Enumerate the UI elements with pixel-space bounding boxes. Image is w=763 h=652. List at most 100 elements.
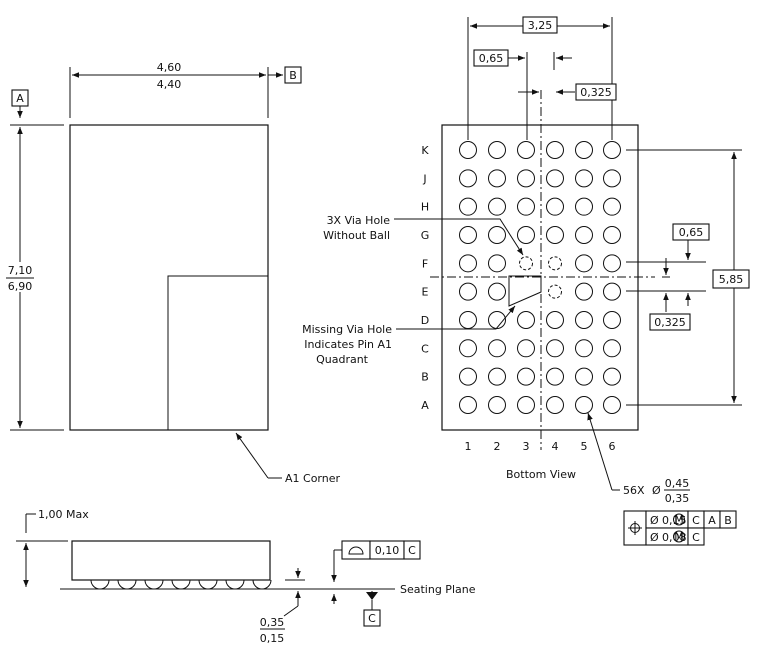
solder-ball — [517, 310, 535, 329]
pitch-x: 0,65 — [479, 52, 504, 65]
row-label: D — [421, 314, 429, 327]
solder-ball — [488, 197, 506, 216]
column-labels: 1 2 3 4 5 6 — [465, 440, 616, 453]
column-label: 3 — [523, 440, 530, 453]
solder-ball — [517, 197, 535, 216]
row-label: F — [422, 257, 428, 270]
solder-ball — [459, 225, 477, 244]
ball-dia-min: 0,35 — [665, 492, 690, 505]
column-label: 4 — [552, 440, 559, 453]
solder-ball — [459, 310, 477, 329]
package-outline — [69, 124, 269, 431]
via-note-leader — [394, 218, 524, 256]
solder-ball — [546, 169, 564, 188]
flatness-ref: C — [408, 544, 416, 557]
solder-ball — [517, 367, 535, 386]
missing-via-line2: Indicates Pin A1 — [304, 338, 392, 351]
missing-via-line3: Quadrant — [316, 353, 369, 366]
side-balls — [90, 579, 272, 590]
solder-ball — [488, 282, 506, 301]
via-note-line2: Without Ball — [323, 229, 390, 242]
side-ball — [144, 579, 164, 590]
offset-y: 0,325 — [654, 316, 686, 329]
missing-via-leader — [396, 305, 516, 330]
flatness-value: 0,10 — [375, 544, 400, 557]
side-view: Seating Plane 1,00 Max 0,10 C C 0,35 0,1… — [16, 508, 476, 645]
datum-a: A — [16, 92, 24, 105]
via-note-line1: 3X Via Hole — [327, 214, 391, 227]
tol2-mod: M — [674, 530, 684, 543]
position-tolerance-frame: Ø 0,15 M C A B Ø 0,08 M C — [623, 510, 737, 546]
solder-ball — [459, 282, 477, 301]
ball-dia-symbol: Ø — [652, 484, 661, 497]
solder-ball — [575, 169, 593, 188]
a1-quadrant-hatch — [167, 275, 269, 431]
row-label: K — [421, 144, 429, 157]
a1-corner-label: A1 Corner — [285, 472, 340, 485]
via-hole — [548, 256, 562, 271]
datum-b: B — [289, 69, 297, 82]
tol1-mod: M — [674, 513, 684, 526]
solder-ball — [575, 395, 593, 414]
solder-ball — [459, 141, 477, 159]
offset-x: 0,325 — [580, 86, 612, 99]
solder-ball — [517, 395, 535, 414]
missing-via-line1: Missing Via Hole — [302, 323, 392, 336]
side-ball — [198, 579, 218, 590]
side-package-body — [71, 540, 271, 581]
solder-ball — [575, 310, 593, 329]
column-label: 5 — [581, 440, 588, 453]
solder-ball — [546, 141, 564, 159]
solder-ball — [459, 254, 477, 273]
solder-ball — [603, 282, 621, 301]
tol2-value: 0,08 — [662, 531, 687, 544]
solder-ball — [546, 197, 564, 216]
solder-ball — [546, 367, 564, 386]
solder-ball — [575, 197, 593, 216]
solder-ball — [488, 367, 506, 386]
solder-ball — [603, 310, 621, 329]
solder-ball — [488, 254, 506, 273]
solder-ball — [488, 169, 506, 188]
height-max-label: 1,00 Max — [38, 508, 89, 521]
tol1-ref3: B — [724, 514, 732, 527]
solder-ball — [603, 197, 621, 216]
side-ball — [252, 579, 272, 590]
tol1-dia: Ø — [650, 514, 659, 527]
solder-ball — [575, 225, 593, 244]
pitch-y-span: 5,85 — [719, 273, 744, 286]
via-hole — [519, 256, 533, 271]
side-ball — [171, 579, 191, 590]
side-ball — [225, 579, 245, 590]
tol2-ref1: C — [692, 531, 700, 544]
solder-ball — [575, 141, 593, 159]
solder-ball — [603, 339, 621, 358]
seating-plane-label: Seating Plane — [400, 583, 476, 596]
solder-ball — [459, 169, 477, 188]
column-label: 6 — [609, 440, 616, 453]
column-label: 1 — [465, 440, 472, 453]
side-ball — [117, 579, 137, 590]
datum-c: C — [368, 612, 376, 625]
pitch-y: 0,65 — [679, 226, 704, 239]
solder-ball — [517, 141, 535, 159]
side-ball — [90, 579, 110, 590]
pitch-x-span: 3,25 — [528, 19, 553, 32]
solder-ball — [517, 225, 535, 244]
solder-ball — [488, 339, 506, 358]
width-min: 4,40 — [157, 78, 182, 91]
column-label: 2 — [494, 440, 501, 453]
standoff-max: 0,35 — [260, 616, 285, 629]
solder-ball — [517, 169, 535, 188]
solder-ball — [459, 339, 477, 358]
height-max: 7,10 — [8, 264, 33, 277]
solder-ball — [546, 225, 564, 244]
solder-ball — [603, 395, 621, 414]
ball-count: 56X — [623, 484, 645, 497]
row-label: E — [422, 286, 429, 299]
solder-ball — [517, 339, 535, 358]
row-label: H — [421, 201, 429, 214]
